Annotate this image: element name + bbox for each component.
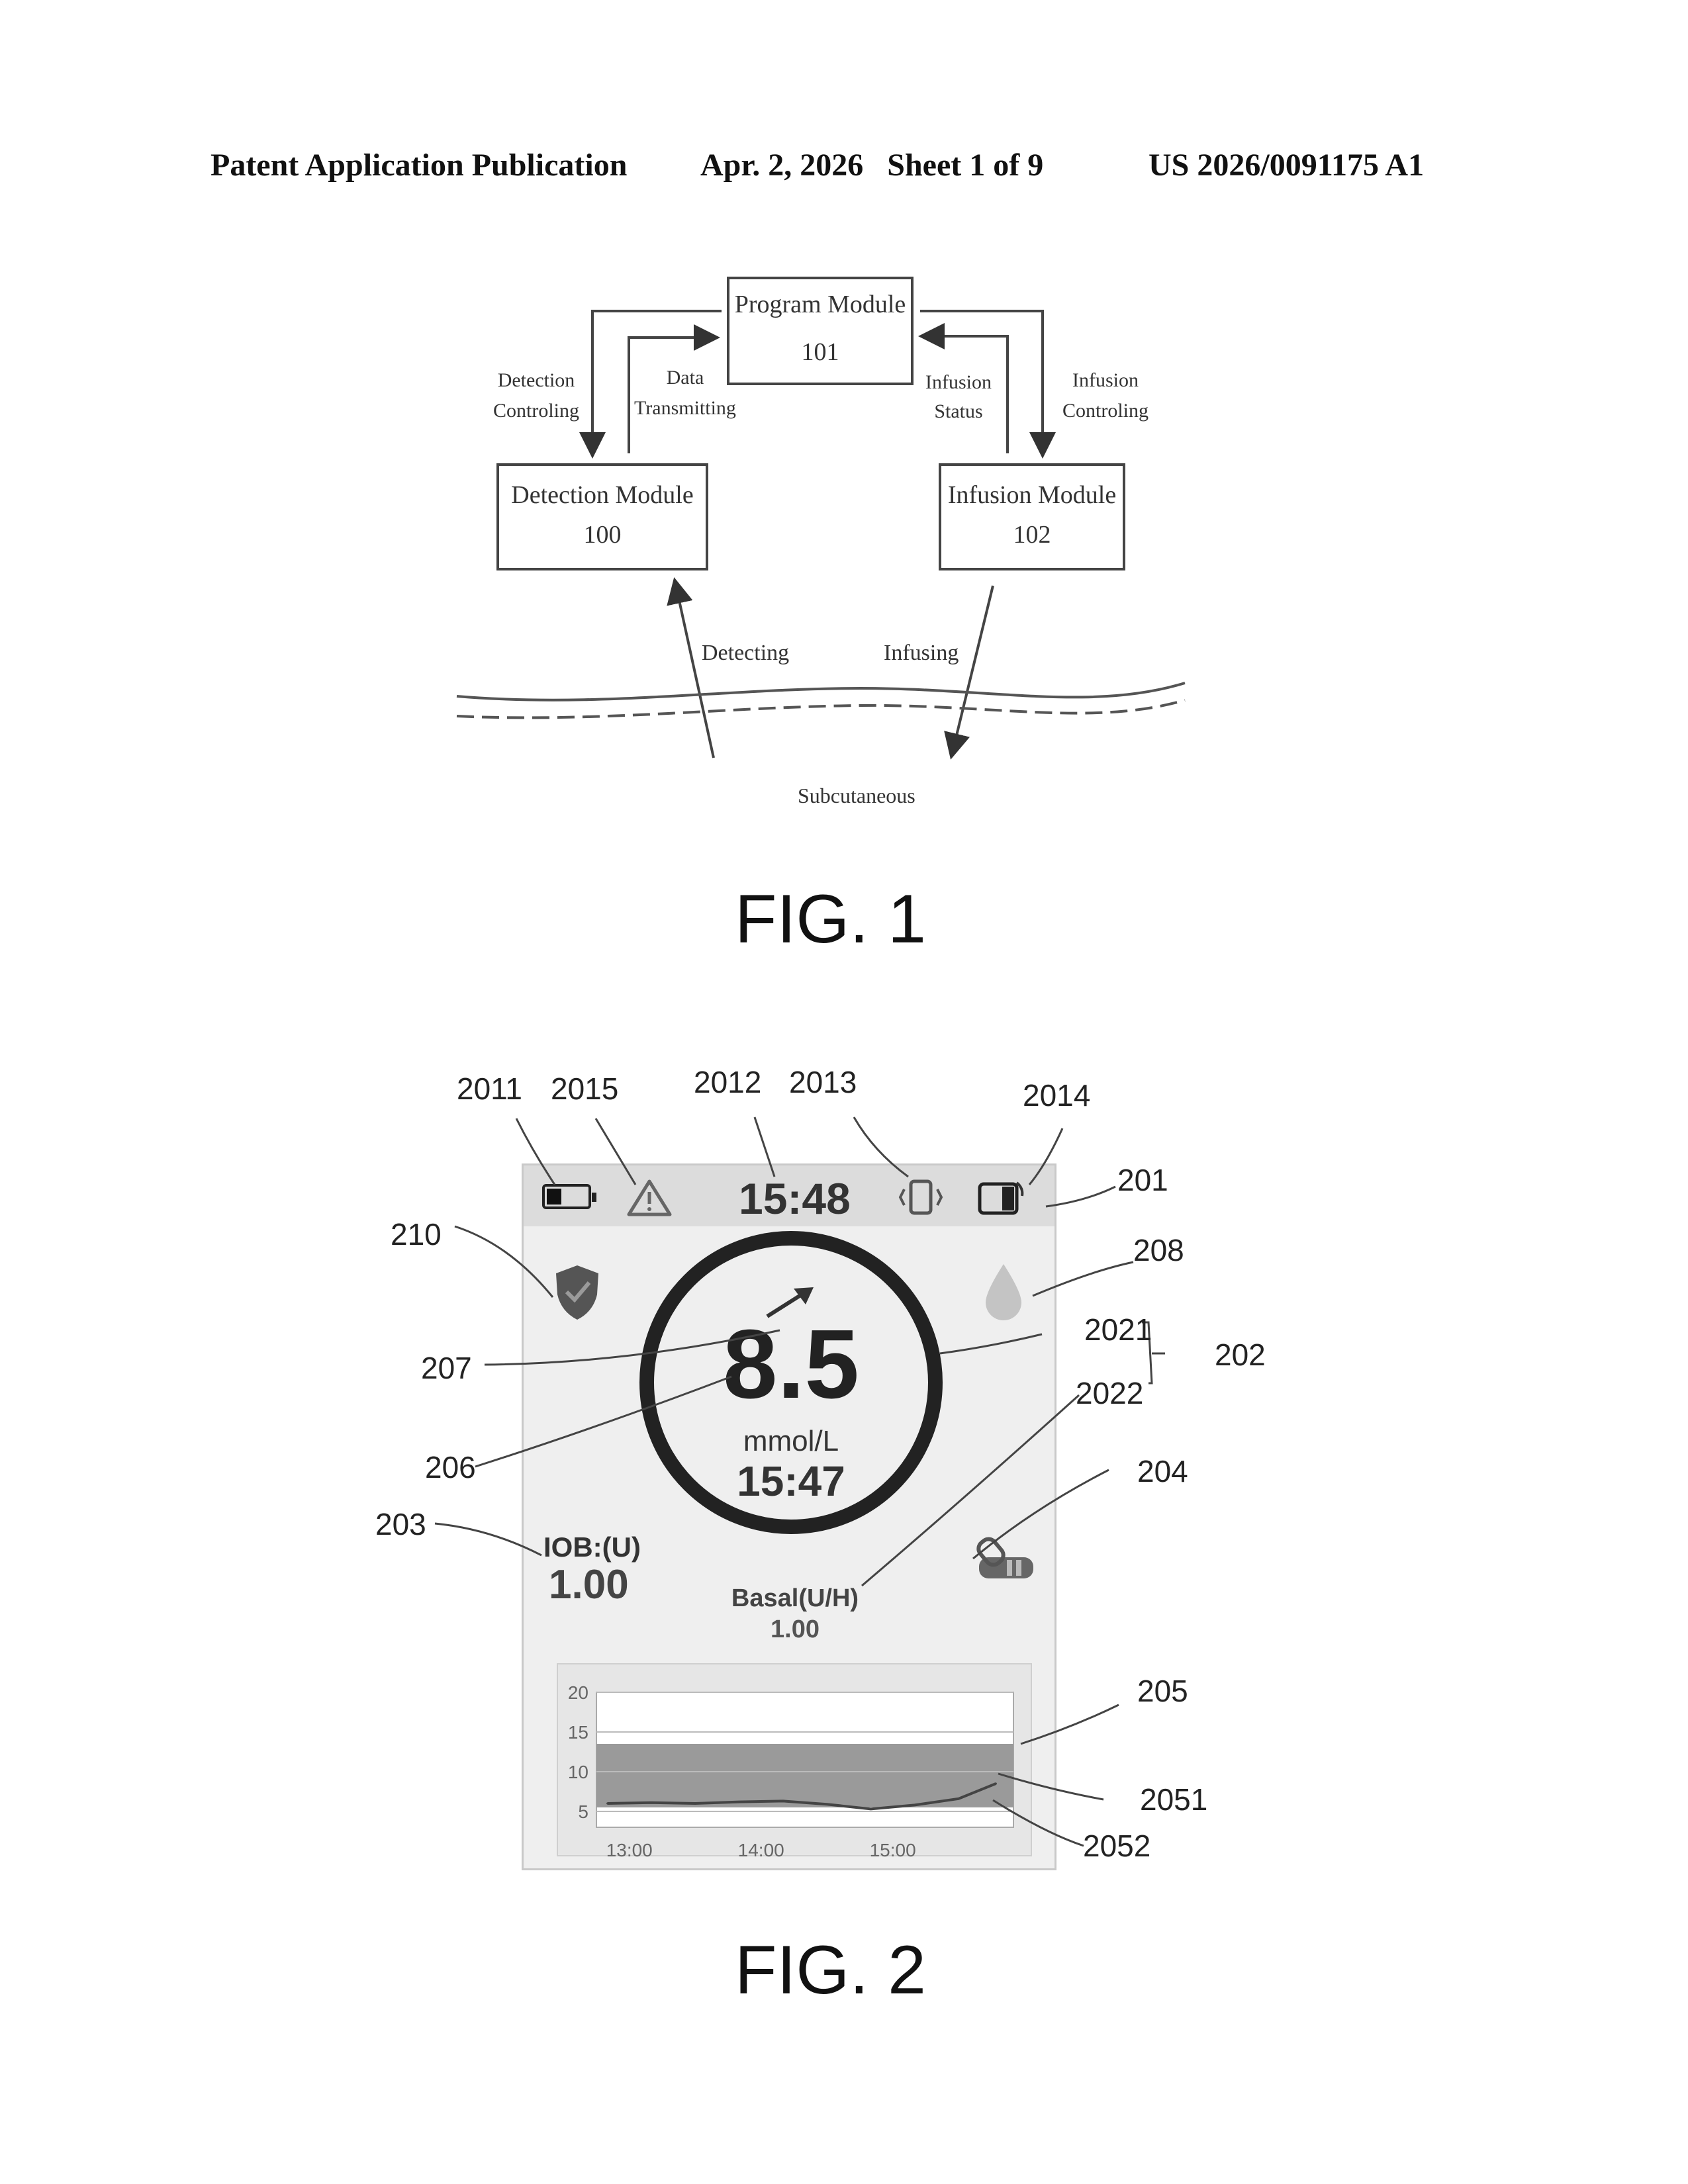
ref-202: 202	[1215, 1337, 1266, 1373]
ref-208: 208	[1133, 1232, 1184, 1268]
y-tick-label: 10	[568, 1762, 588, 1782]
ref-206: 206	[425, 1449, 476, 1485]
fig2-caption: FIG. 2	[735, 1931, 926, 2010]
glucose-trend-point	[870, 1808, 872, 1810]
glucose-trend-point	[738, 1801, 740, 1803]
ref-2052: 2052	[1083, 1828, 1150, 1864]
y-tick-label: 15	[568, 1722, 588, 1743]
detecting-arrow	[675, 582, 714, 758]
x-tick-label: 13:00	[606, 1840, 653, 1860]
cgm-trend-chart: 20 15 10 5 13:00 14:00 15:00	[524, 1165, 1055, 1868]
infusing-label: Infusing	[884, 641, 959, 666]
data-transmitting-line1: Data	[634, 363, 736, 393]
glucose-trend-point	[914, 1804, 915, 1806]
x-tick-label: 14:00	[738, 1840, 784, 1860]
ref-2021: 2021	[1084, 1312, 1152, 1347]
glucose-trend-point	[826, 1803, 828, 1805]
infusion-controling-line1: Infusion	[1062, 365, 1149, 396]
infusing-arrow	[952, 586, 993, 754]
ref-2012: 2012	[694, 1064, 761, 1100]
infusion-module-label: Infusion Module	[941, 480, 1123, 510]
program-module-box: Program Module 101	[727, 277, 914, 385]
infusion-controling-line2: Controling	[1062, 396, 1149, 426]
glucose-trend-point	[958, 1797, 960, 1799]
ref-2014: 2014	[1023, 1077, 1090, 1113]
ref-210: 210	[391, 1216, 442, 1252]
detection-controling-line2: Controling	[493, 396, 579, 426]
ref-205: 205	[1137, 1673, 1188, 1709]
skin-dermis-dashed-line	[457, 700, 1185, 717]
detection-module-number: 100	[499, 520, 706, 549]
ref-201: 201	[1117, 1162, 1168, 1198]
infusion-controling-label: Infusion Controling	[1062, 365, 1149, 426]
detection-module-label: Detection Module	[499, 480, 706, 510]
glucose-trend-point	[650, 1801, 652, 1803]
glucose-trend-point	[694, 1803, 696, 1805]
program-module-label: Program Module	[729, 290, 911, 319]
target-range-band	[596, 1744, 1013, 1807]
ref-2011: 2011	[457, 1071, 522, 1107]
x-tick-label: 15:00	[870, 1840, 916, 1860]
detection-controling-line1: Detection	[493, 365, 579, 396]
program-module-number: 101	[729, 338, 911, 367]
subcutaneous-label: Subcutaneous	[798, 784, 915, 808]
ref-207: 207	[421, 1350, 472, 1386]
infusion-module-box: Infusion Module 102	[939, 463, 1125, 570]
ref-2022: 2022	[1076, 1375, 1143, 1411]
infusion-status-label: Infusion Status	[925, 368, 992, 426]
device-screen: 15:48 8.5 mmol/L 15:47 IOB:(U) 1.00 Basa…	[522, 1163, 1056, 1870]
infusion-status-line1: Infusion	[925, 368, 992, 397]
ref-2013: 2013	[789, 1064, 857, 1100]
data-transmitting-label: Data Transmitting	[634, 363, 736, 424]
fig1-caption: FIG. 1	[735, 880, 926, 959]
ref-2015: 2015	[551, 1071, 618, 1107]
detection-controling-label: Detection Controling	[493, 365, 579, 426]
glucose-trend-point	[606, 1803, 608, 1805]
infusion-module-number: 102	[941, 520, 1123, 549]
ref-204: 204	[1137, 1453, 1188, 1489]
glucose-trend-point	[995, 1783, 997, 1785]
y-tick-label: 20	[568, 1682, 588, 1703]
skin-surface-line	[457, 683, 1185, 700]
ref-2051: 2051	[1140, 1782, 1207, 1817]
detecting-label: Detecting	[702, 641, 789, 666]
ref-203: 203	[375, 1506, 426, 1542]
infusion-status-line2: Status	[925, 397, 992, 426]
data-transmitting-line2: Transmitting	[634, 393, 736, 424]
glucose-trend-point	[782, 1800, 784, 1802]
y-tick-label: 5	[578, 1801, 588, 1822]
fig1-connectors	[0, 0, 1688, 893]
detection-module-box: Detection Module 100	[496, 463, 708, 570]
